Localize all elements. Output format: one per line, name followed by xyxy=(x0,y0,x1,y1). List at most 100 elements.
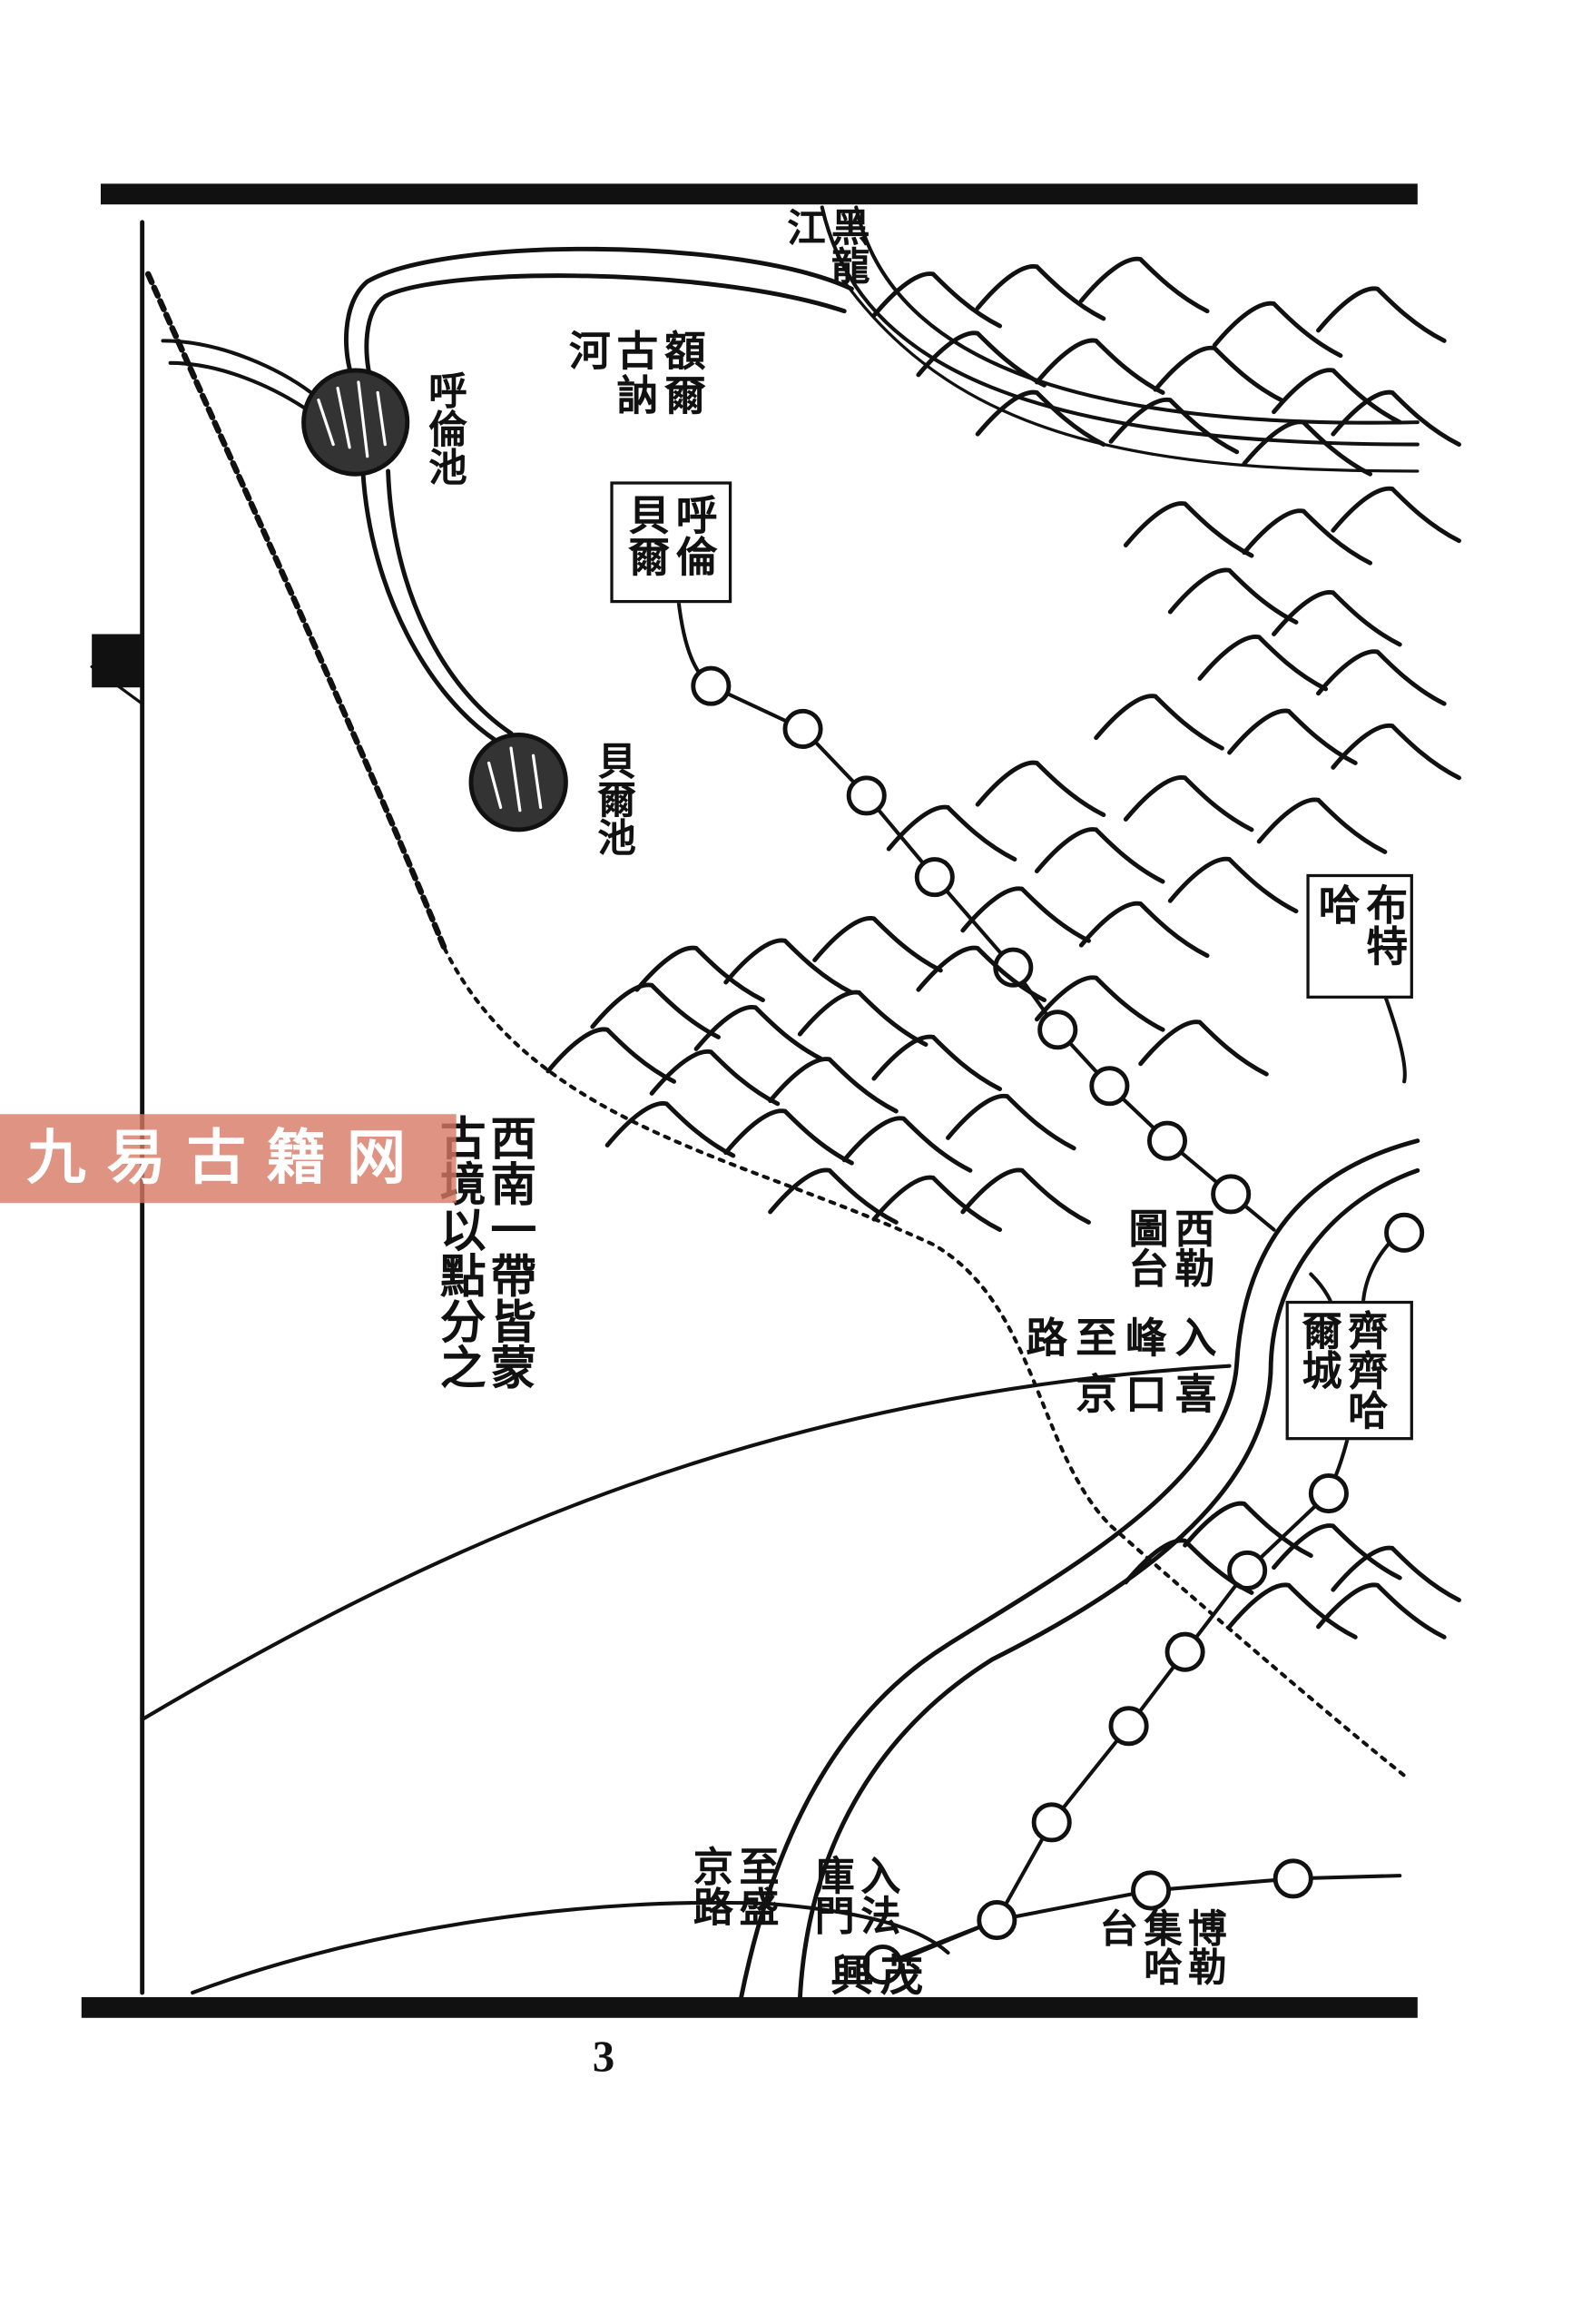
qiqihar-city-label: 齊齊哈爾城 xyxy=(1294,1309,1387,1430)
mountain-mark xyxy=(886,804,1017,862)
mountain-mark xyxy=(916,945,1047,1003)
tributary-river xyxy=(161,339,313,395)
mountain-mark xyxy=(946,1093,1076,1151)
post-station-marker xyxy=(1131,1870,1172,1911)
qiqihar-city-box: 齊齊哈爾城 xyxy=(1285,1300,1413,1441)
mountain-mark xyxy=(812,916,943,973)
post-station-marker xyxy=(691,665,732,706)
mountain-mark xyxy=(634,945,765,1003)
mountain-mark xyxy=(975,264,1106,321)
mountain-mark xyxy=(975,760,1106,818)
post-station-marker xyxy=(862,1944,903,1985)
post-station-marker xyxy=(1089,1066,1130,1107)
butha-stream xyxy=(1382,993,1407,1084)
mountain-mark xyxy=(1242,419,1373,477)
ergun-river-label: 額爾古訥河 xyxy=(563,329,708,419)
xifengkou-road-label: 入喜峰口至京路 xyxy=(1019,1315,1219,1429)
left-margin-notch xyxy=(92,634,142,688)
post-station-marker xyxy=(1308,1473,1349,1514)
mongol-border-note: 西南一帶皆蒙古境以點分之 xyxy=(431,1114,536,1390)
mountain-mark xyxy=(960,1167,1091,1225)
buir-lake-hatch xyxy=(486,746,543,812)
mountain-mark xyxy=(1197,635,1329,692)
mountain-mark xyxy=(1138,1019,1269,1077)
buir-lake-shape xyxy=(468,733,568,832)
faku-gate-road-label-left: 至盛京路 xyxy=(685,1846,778,1926)
mountain-mark xyxy=(1078,256,1210,314)
hulunbuir-label: 呼倫貝爾 xyxy=(622,493,720,576)
mountain-mark xyxy=(1331,389,1461,448)
ergun-river-bank xyxy=(364,273,847,380)
mountain-mark xyxy=(1123,501,1254,558)
mountain-mark xyxy=(590,982,721,1039)
post-station-marker xyxy=(1031,1802,1072,1843)
mountain-mark xyxy=(871,271,1003,329)
post-station-marker xyxy=(1211,1174,1252,1215)
post-station-marker xyxy=(1272,1858,1313,1899)
mongol-border-dotted xyxy=(442,946,1410,1780)
butha-box: 布特哈 xyxy=(1306,873,1413,999)
mountain-mark xyxy=(1123,775,1254,832)
post-station-marker xyxy=(977,1900,1017,1941)
mountain-mark xyxy=(768,1057,899,1114)
mountain-mark xyxy=(1108,397,1240,455)
orshun-river-bank xyxy=(386,468,514,736)
mountain-mark xyxy=(1256,797,1388,854)
buir-lake-label: 貝爾池 xyxy=(590,741,635,857)
post-station-marker xyxy=(1146,1120,1188,1161)
post-station-marker xyxy=(1108,1706,1149,1747)
hulun-lake-hatch xyxy=(317,380,387,458)
mongol-border-dashed xyxy=(144,271,447,951)
xiletu-station-label: 西勒圖台 xyxy=(1121,1207,1214,1288)
mountain-mark xyxy=(960,886,1091,943)
mountain-mark xyxy=(1094,694,1224,751)
mountain-mark xyxy=(545,1027,677,1084)
faku-gate-road-line xyxy=(191,1900,950,1995)
mountain-mark xyxy=(1034,338,1165,395)
post-station-marker xyxy=(914,857,955,898)
mountain-mark xyxy=(841,1116,973,1173)
mountain-mark xyxy=(1331,486,1461,544)
mountain-mark xyxy=(649,1049,781,1107)
butha-label: 布特哈 xyxy=(1312,882,1410,967)
mountain-mark xyxy=(871,1034,1003,1091)
mountain-mark xyxy=(723,1108,854,1166)
heilong-river-bank-2 xyxy=(842,280,1420,473)
mountain-mark xyxy=(916,330,1047,388)
mountain-mark xyxy=(723,938,854,995)
ergun-river xyxy=(344,246,854,380)
mountain-mark xyxy=(1272,1523,1402,1581)
hulunbuir-box: 呼倫貝爾 xyxy=(610,481,732,604)
heilong-river xyxy=(820,205,1420,447)
mountain-mark xyxy=(604,1101,736,1158)
left-margin-notch-line xyxy=(90,665,144,705)
mountain-mark xyxy=(693,1005,825,1062)
heilong-river-bank xyxy=(854,205,1420,425)
mountain-mark xyxy=(1272,368,1402,425)
mountain-mark xyxy=(1316,286,1447,343)
mountain-mark xyxy=(1167,567,1299,625)
mountain-mark xyxy=(975,389,1106,448)
mountain-mark xyxy=(797,990,929,1048)
mountain-mark xyxy=(1183,1501,1313,1559)
post-station-marker xyxy=(782,708,823,749)
mountain-mark xyxy=(1167,856,1299,914)
page-number: 3 xyxy=(592,2033,615,2082)
mountain-mark xyxy=(1331,723,1461,781)
mountain-mark xyxy=(1153,345,1284,403)
mountain-mark xyxy=(1272,590,1402,647)
mountain-mark xyxy=(1227,1582,1358,1640)
post-station-marker xyxy=(1384,1212,1425,1253)
mountain-mark xyxy=(1078,901,1210,959)
watermark: 九易古籍网 xyxy=(0,1114,457,1204)
mountain-mark xyxy=(1227,708,1358,765)
mountain-mark xyxy=(1331,1545,1461,1603)
nonni-river xyxy=(738,1138,1420,2003)
mountain-mark xyxy=(1316,649,1447,706)
faku-gate-road-label-right: 入法庫門 xyxy=(807,1855,899,1935)
nonni-river-bank xyxy=(797,1167,1420,2003)
post-station-marker xyxy=(1037,1009,1078,1050)
maoxing-label: 茂興 xyxy=(823,1952,924,1996)
